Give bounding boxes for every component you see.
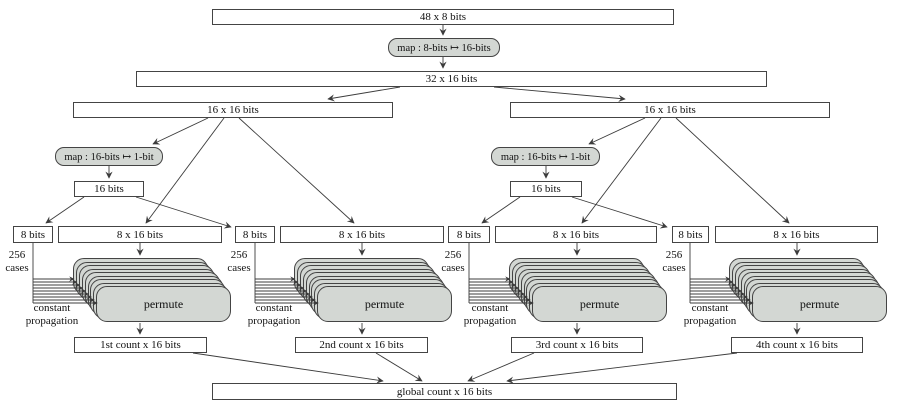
bits8-box-2: 8 bits [235,226,275,243]
map-16-1-right-pill: map : 16-bits ↦ 1-bit [491,147,600,166]
permute-stack-4: permute [729,258,889,324]
lanes-box-1: 8 x 16 bits [58,226,222,243]
bits8-box-3: 8 bits [448,226,490,243]
bits16-left-box: 16 bits [74,181,144,197]
half-right-box: 16 x 16 bits [510,102,830,118]
bits8-box-1: 8 bits [13,226,53,243]
permute-label-2: permute [364,296,405,311]
permute-label-3: permute [579,296,620,311]
bits16-right-box: 16 bits [510,181,582,197]
map-16-1-left-pill: map : 16-bits ↦ 1-bit [55,147,163,166]
permute-stack-3: permute [509,258,669,324]
map-8-16-pill: map : 8-bits ↦ 16-bits [388,38,500,57]
lanes-box-3: 8 x 16 bits [495,226,657,243]
count-box-1: 1st count x 16 bits [74,337,207,353]
half-left-box: 16 x 16 bits [73,102,393,118]
input-bits-box: 48 x 8 bits [212,9,674,25]
global-count-box: global count x 16 bits [212,383,677,400]
permute-label-1: permute [143,296,184,311]
lanes-box-2: 8 x 16 bits [280,226,444,243]
permute-stack-2: permute [294,258,454,324]
merged-bits-box: 32 x 16 bits [136,71,767,87]
lanes-box-4: 8 x 16 bits [715,226,878,243]
permute-stack-1: permute [73,258,233,324]
bits8-box-4: 8 bits [672,226,709,243]
count-box-2: 2nd count x 16 bits [295,337,428,353]
count-box-4: 4th count x 16 bits [731,337,863,353]
permute-label-4: permute [799,296,840,311]
count-box-3: 3rd count x 16 bits [511,337,643,353]
